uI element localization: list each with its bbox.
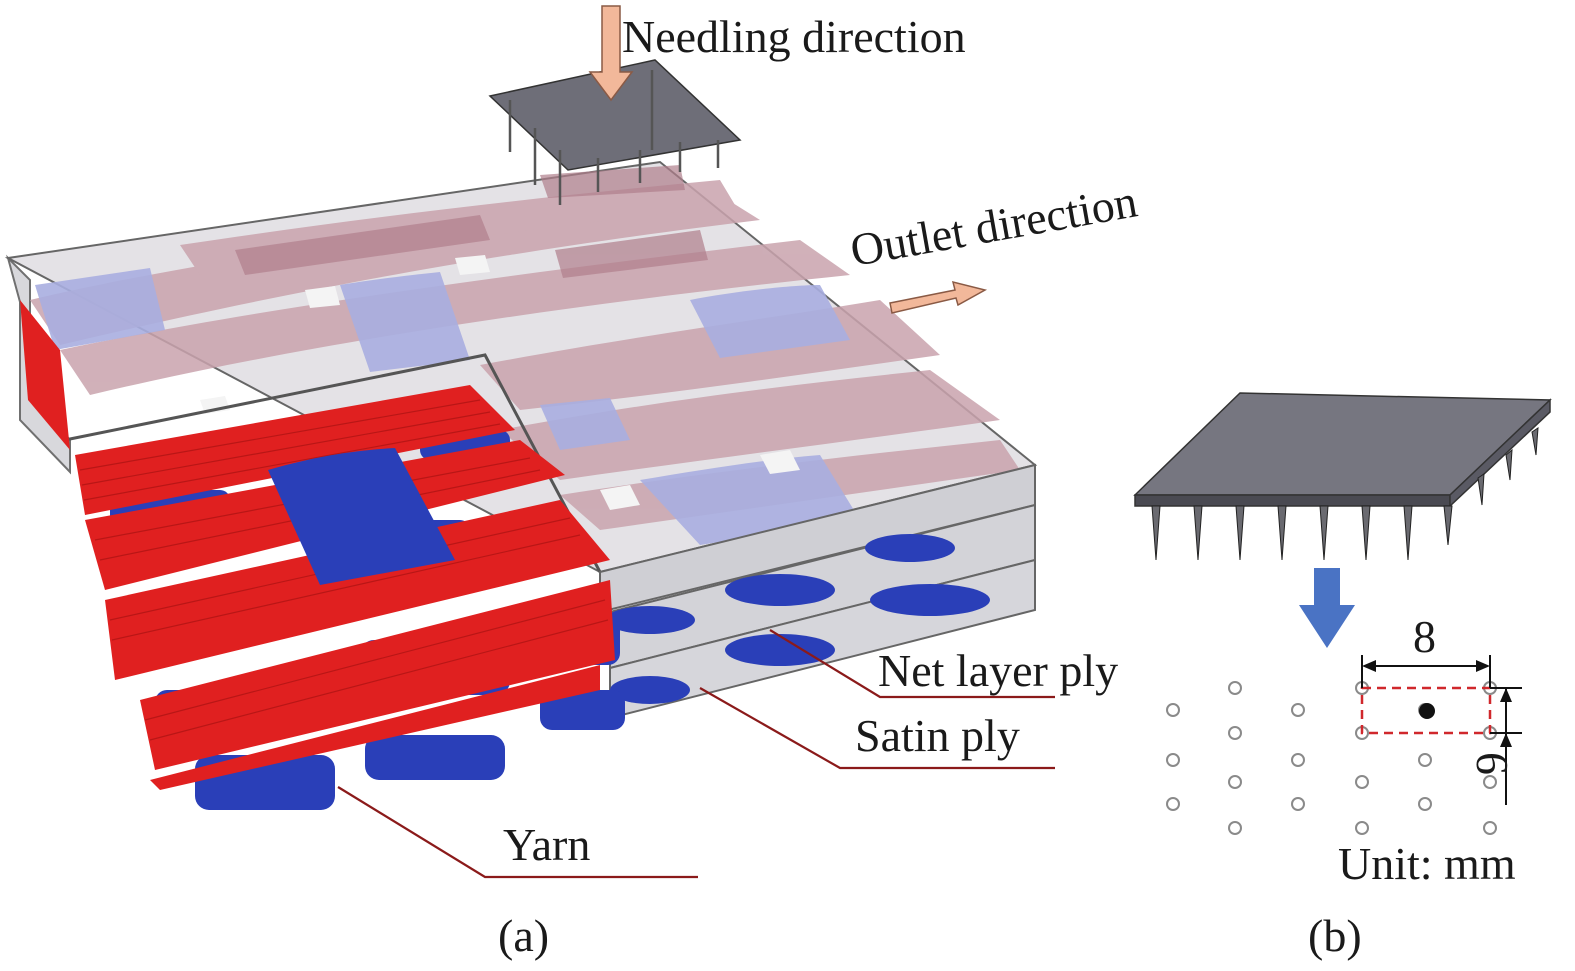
tier-blue-yarns: [605, 534, 990, 704]
net-layer-ply-label: Net layer ply: [878, 645, 1119, 696]
net-layer-leader: [769, 629, 1055, 699]
leader-lines: [337, 629, 1055, 879]
dim-horizontal-value: 8: [1413, 611, 1436, 662]
panel-b-graphic: [1133, 392, 1552, 835]
unit-cell-center-dot: [1419, 703, 1435, 719]
blue-crossing-yarn: [268, 448, 455, 585]
unit-cell-box: [1360, 686, 1492, 735]
blue-down-arrow: [1299, 568, 1355, 648]
cutaway-edge: [64, 353, 602, 573]
yarn-leader: [337, 786, 698, 879]
unit-label: Unit: mm: [1338, 838, 1516, 889]
dim-vertical-value: 6: [1467, 752, 1518, 775]
panel-a-caption: (a): [498, 910, 550, 961]
needle-hole-grid: [1166, 681, 1497, 835]
dim-horizontal: [1361, 655, 1491, 688]
needles-b: [1151, 427, 1539, 561]
exposed-weave: [20, 300, 625, 810]
satin-leader: [699, 687, 1055, 770]
satin-ply-label: Satin ply: [855, 710, 1020, 761]
needle-board-a: [488, 59, 742, 205]
outlet-arrow: [889, 280, 988, 314]
ghost-texture-patches: [235, 165, 708, 278]
needling-direction-label: Needling direction: [622, 11, 966, 62]
dim-vertical: [1490, 687, 1522, 805]
needle-board-b: [1133, 392, 1552, 561]
panel-b-caption: (b): [1308, 910, 1362, 961]
panel-a-graphic: [4, 5, 1055, 879]
needling-arrow: [588, 5, 634, 102]
yarn-label: Yarn: [503, 819, 591, 870]
